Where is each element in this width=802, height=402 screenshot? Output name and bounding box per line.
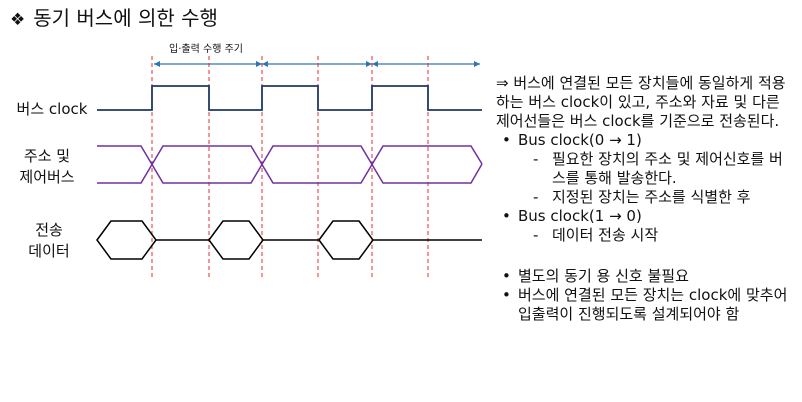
bus-clock-label: 버스 clock (16, 100, 88, 118)
timing-diagram (96, 56, 483, 277)
description-intro: ⇒ 버스에 연결된 모든 장치들에 동일하게 적용하는 버스 clock이 있고… (496, 74, 786, 130)
data-bus-label-line1: 전송 (35, 221, 63, 239)
cycle-arrow-2-head-left (262, 61, 268, 67)
data-bus-label: 전송 데이터 (18, 220, 80, 262)
data-bus-label-line2: 데이터 (28, 242, 70, 260)
cycle-arrow-3-head-right (474, 61, 480, 67)
description-panel: ⇒ 버스에 연결된 모든 장치들에 동일하게 적용하는 버스 clock이 있고… (496, 74, 796, 324)
address-bus-label: 주소 및 제어버스 (12, 146, 82, 188)
spacer (496, 245, 796, 267)
cycle-arrow-1-head-right (256, 61, 262, 67)
cycle-arrow-3-head-left (372, 61, 378, 67)
list-item: 필요한 장치의 주소 및 제어신호를 버스를 통해 발송한다. (496, 150, 796, 188)
list-item: 버스에 연결된 모든 장치는 clock에 맞추어 입출력이 진행되도록 설계되… (496, 286, 796, 324)
address-bus-label-line2: 제어버스 (19, 168, 75, 186)
address-bus-waveform (97, 145, 483, 184)
slide-title-text: 동기 버스에 의한 수행 (33, 6, 218, 30)
slide-title: ❖ 동기 버스에 의한 수행 (10, 4, 218, 34)
list-item: 지정된 장치는 주소를 식별한 후 (496, 188, 796, 207)
address-bus-label-line1: 주소 및 (23, 147, 71, 165)
cycle-arrows (154, 61, 480, 67)
list-item: 별도의 동기 용 신호 불필요 (496, 267, 796, 286)
list-item: 데이터 전송 시작 (496, 226, 796, 245)
cycle-label: 입·출력 수행 주기 (169, 44, 243, 55)
data-bus-cell (96, 220, 157, 260)
guide-lines (151, 56, 429, 277)
data-bus-cell (208, 220, 264, 260)
bus-clock-waveform (97, 85, 482, 111)
description-list-2: 별도의 동기 용 신호 불필요 버스에 연결된 모든 장치는 clock에 맞추… (496, 267, 796, 324)
list-item: Bus clock(0 → 1) (496, 131, 796, 150)
data-bus-waveform (96, 220, 482, 260)
cycle-arrow-1-head-left (154, 61, 160, 67)
data-bus-cell (318, 220, 374, 260)
cycle-arrow-2-head-right (366, 61, 372, 67)
diamond-bullet-icon: ❖ (10, 10, 26, 30)
list-item: Bus clock(1 → 0) (496, 207, 796, 226)
description-list: Bus clock(0 → 1) 필요한 장치의 주소 및 제어신호를 버스를 … (496, 131, 796, 245)
